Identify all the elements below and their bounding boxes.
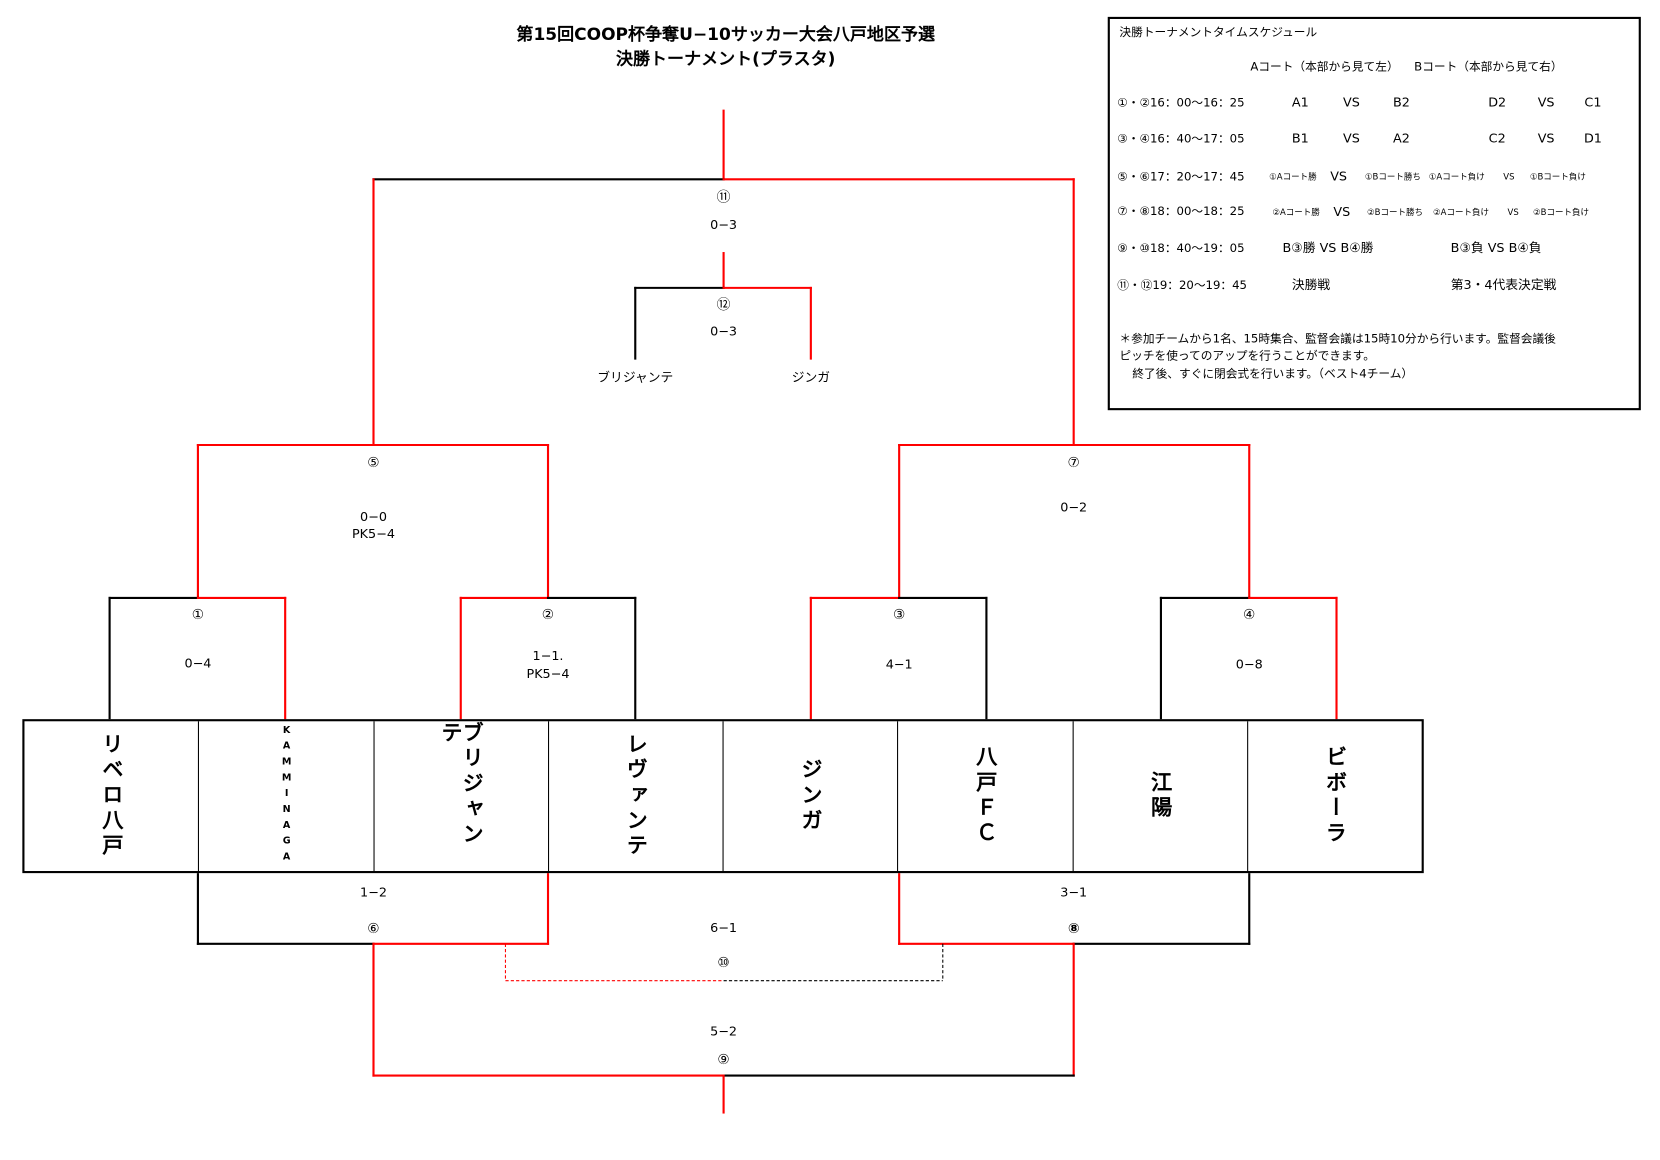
schedule-row-b-team2: ①Bコート負け (1530, 171, 1586, 181)
match-9-number: ⑨ (717, 1052, 729, 1068)
team-name: リベロ八戸 (98, 732, 125, 860)
match-1-score: 0−4 (184, 656, 211, 671)
schedule-row-b-vs: VS (1508, 207, 1519, 217)
schedule-row-a-vs: VS (1330, 168, 1347, 183)
schedule-row-b-team1: ①Aコート負け (1429, 171, 1485, 181)
match-2-score: 1−1. (533, 648, 564, 663)
schedule-row-a-team2: ①Bコート勝ち (1365, 171, 1421, 181)
schedule-panel: 決勝トーナメントタイムスケジュール Aコート（本部から見て左） Bコート（本部か… (1107, 16, 1641, 411)
upper-bracket (108, 109, 1338, 721)
match-1-number: ① (192, 607, 204, 623)
team-name: 江陽 (1147, 770, 1173, 822)
match-12-team-left: ブリジャンテ (597, 370, 673, 385)
schedule-row-time: ⑤・⑥17：20〜17：45 (1117, 169, 1244, 183)
team-cell: KAMMINAGA (198, 721, 373, 872)
schedule-row-b-team1: ②Aコート負け (1433, 207, 1489, 217)
schedule-row-time: ⑨・⑩18：40〜19：05 (1117, 241, 1244, 255)
schedule-note: 終了後、すぐに閉会式を行います。（ベスト4チーム） (1132, 367, 1413, 381)
match-7-number: ⑦ (1067, 455, 1079, 471)
match-3-score: 4−1 (886, 657, 913, 672)
match-5-score: 0−0 (360, 509, 387, 524)
team-cell: ビボーラ (1246, 721, 1422, 872)
match-8-score: 3−1 (1060, 884, 1087, 899)
schedule-row-a-match: B③勝 VS B④勝 (1283, 240, 1374, 255)
schedule-row-b-team2: C1 (1584, 95, 1601, 110)
page-subtitle: 決勝トーナメント(プラスタ) (616, 48, 835, 68)
match-labels: ⑪ 0−3 ⑫ 0−3 ブリジャンテ ジンガ ⑤ 0−0 PK5−4 ⑦ 0−2… (184, 189, 1262, 1068)
schedule-row-a-vs: VS (1343, 95, 1360, 110)
schedule-row-a-vs: VS (1333, 204, 1350, 219)
schedule-row-b-team1: D2 (1488, 95, 1506, 110)
match-5-pk: PK5−4 (352, 526, 395, 541)
match-11-number: ⑪ (717, 189, 731, 205)
schedule-row-b-team2: D1 (1584, 130, 1602, 145)
schedule-row-a-team1: A1 (1292, 95, 1309, 110)
match-2-number: ② (542, 607, 554, 623)
schedule-row-b-match: 第3・4代表決定戦 (1451, 277, 1557, 292)
schedule-row-a-team1: ②Aコート勝 (1272, 207, 1320, 217)
schedule-row-time: ①・②16：00〜16：25 (1117, 96, 1244, 110)
page-title: 第15回COOP杯争奪U−10サッカー大会八戸地区予選 (516, 24, 935, 44)
schedule-row-a-match: 決勝戦 (1292, 277, 1331, 292)
match-8-number: ⑧ (1068, 921, 1080, 937)
match-6-number: ⑥ (367, 921, 379, 937)
schedule-note: ＊参加チームから1名、15時集合、監督会議は15時10分から行います。監督会議後 (1119, 332, 1556, 346)
team-row: リベロ八戸 KAMMINAGA ブリジャンテ レヴァンテ ジンガ 八戸ＦＣ 江陽… (22, 719, 1424, 874)
team-cell: ブリジャンテ (372, 721, 548, 872)
match-7-score: 0−2 (1060, 499, 1087, 514)
team-name: ジンガ (797, 758, 824, 835)
schedule-row-b-vs: VS (1538, 130, 1555, 145)
team-name: ブリジャンテ (437, 721, 485, 848)
match-4-number: ④ (1243, 607, 1255, 623)
schedule-row-b-team2: ②Bコート負け (1533, 207, 1589, 217)
schedule-court-a-header: Aコート（本部から見て左） (1250, 60, 1398, 74)
schedule-row-a-team1: ①Aコート勝 (1269, 171, 1317, 181)
match-5-number: ⑤ (367, 455, 379, 471)
schedule-row-a-team2: B2 (1393, 95, 1410, 110)
schedule-row-time: ⑪・⑫19：20〜19：45 (1117, 278, 1247, 292)
schedule-row-b-team1: C2 (1489, 130, 1506, 145)
match-3-number: ③ (893, 607, 905, 623)
match-12-number: ⑫ (717, 297, 731, 313)
lower-bracket (196, 872, 1251, 1114)
match-12-team-right: ジンガ (792, 370, 831, 385)
match-4-score: 0−8 (1236, 657, 1263, 672)
match-9-score: 5−2 (710, 1024, 737, 1039)
schedule-row-time: ③・④16：40〜17：05 (1117, 131, 1244, 145)
schedule-row-a-team2: ②Bコート勝ち (1367, 207, 1423, 217)
team-name: ビボーラ (1322, 745, 1348, 847)
team-name: レヴァンテ (622, 732, 649, 860)
team-cell: ジンガ (722, 721, 898, 872)
match-11-score: 0−3 (710, 217, 737, 232)
match-2-pk: PK5−4 (527, 666, 570, 681)
schedule-row-a-team1: B1 (1292, 130, 1309, 145)
team-cell: レヴァンテ (547, 721, 723, 872)
team-cell: リベロ八戸 (24, 721, 198, 871)
schedule-row-b-vs: VS (1538, 95, 1555, 110)
schedule-note: ピッチを使ってのアップを行うことができます。 (1119, 349, 1375, 363)
schedule-row-time: ⑦・⑧18：00〜18：25 (1117, 204, 1244, 218)
schedule-court-b-header: Bコート（本部から見て右） (1414, 60, 1562, 74)
team-cell: 江陽 (1072, 721, 1247, 872)
team-name: KAMMINAGA (281, 724, 292, 868)
schedule-row-a-team2: A2 (1393, 130, 1410, 145)
schedule-title: 決勝トーナメントタイムスケジュール (1119, 25, 1317, 39)
schedule-row-b-vs: VS (1503, 171, 1514, 181)
team-cell: 八戸ＦＣ (897, 721, 1072, 872)
schedule-box (1107, 16, 1641, 411)
match-6-score: 1−2 (360, 884, 387, 899)
match-12-score: 0−3 (710, 323, 737, 338)
team-name: 八戸ＦＣ (972, 745, 998, 847)
match-10-number: ⑩ (717, 955, 729, 971)
schedule-row-a-vs: VS (1343, 130, 1360, 145)
match-10-score: 6−1 (710, 920, 737, 935)
schedule-row-b-match: B③負 VS B④負 (1451, 240, 1542, 255)
